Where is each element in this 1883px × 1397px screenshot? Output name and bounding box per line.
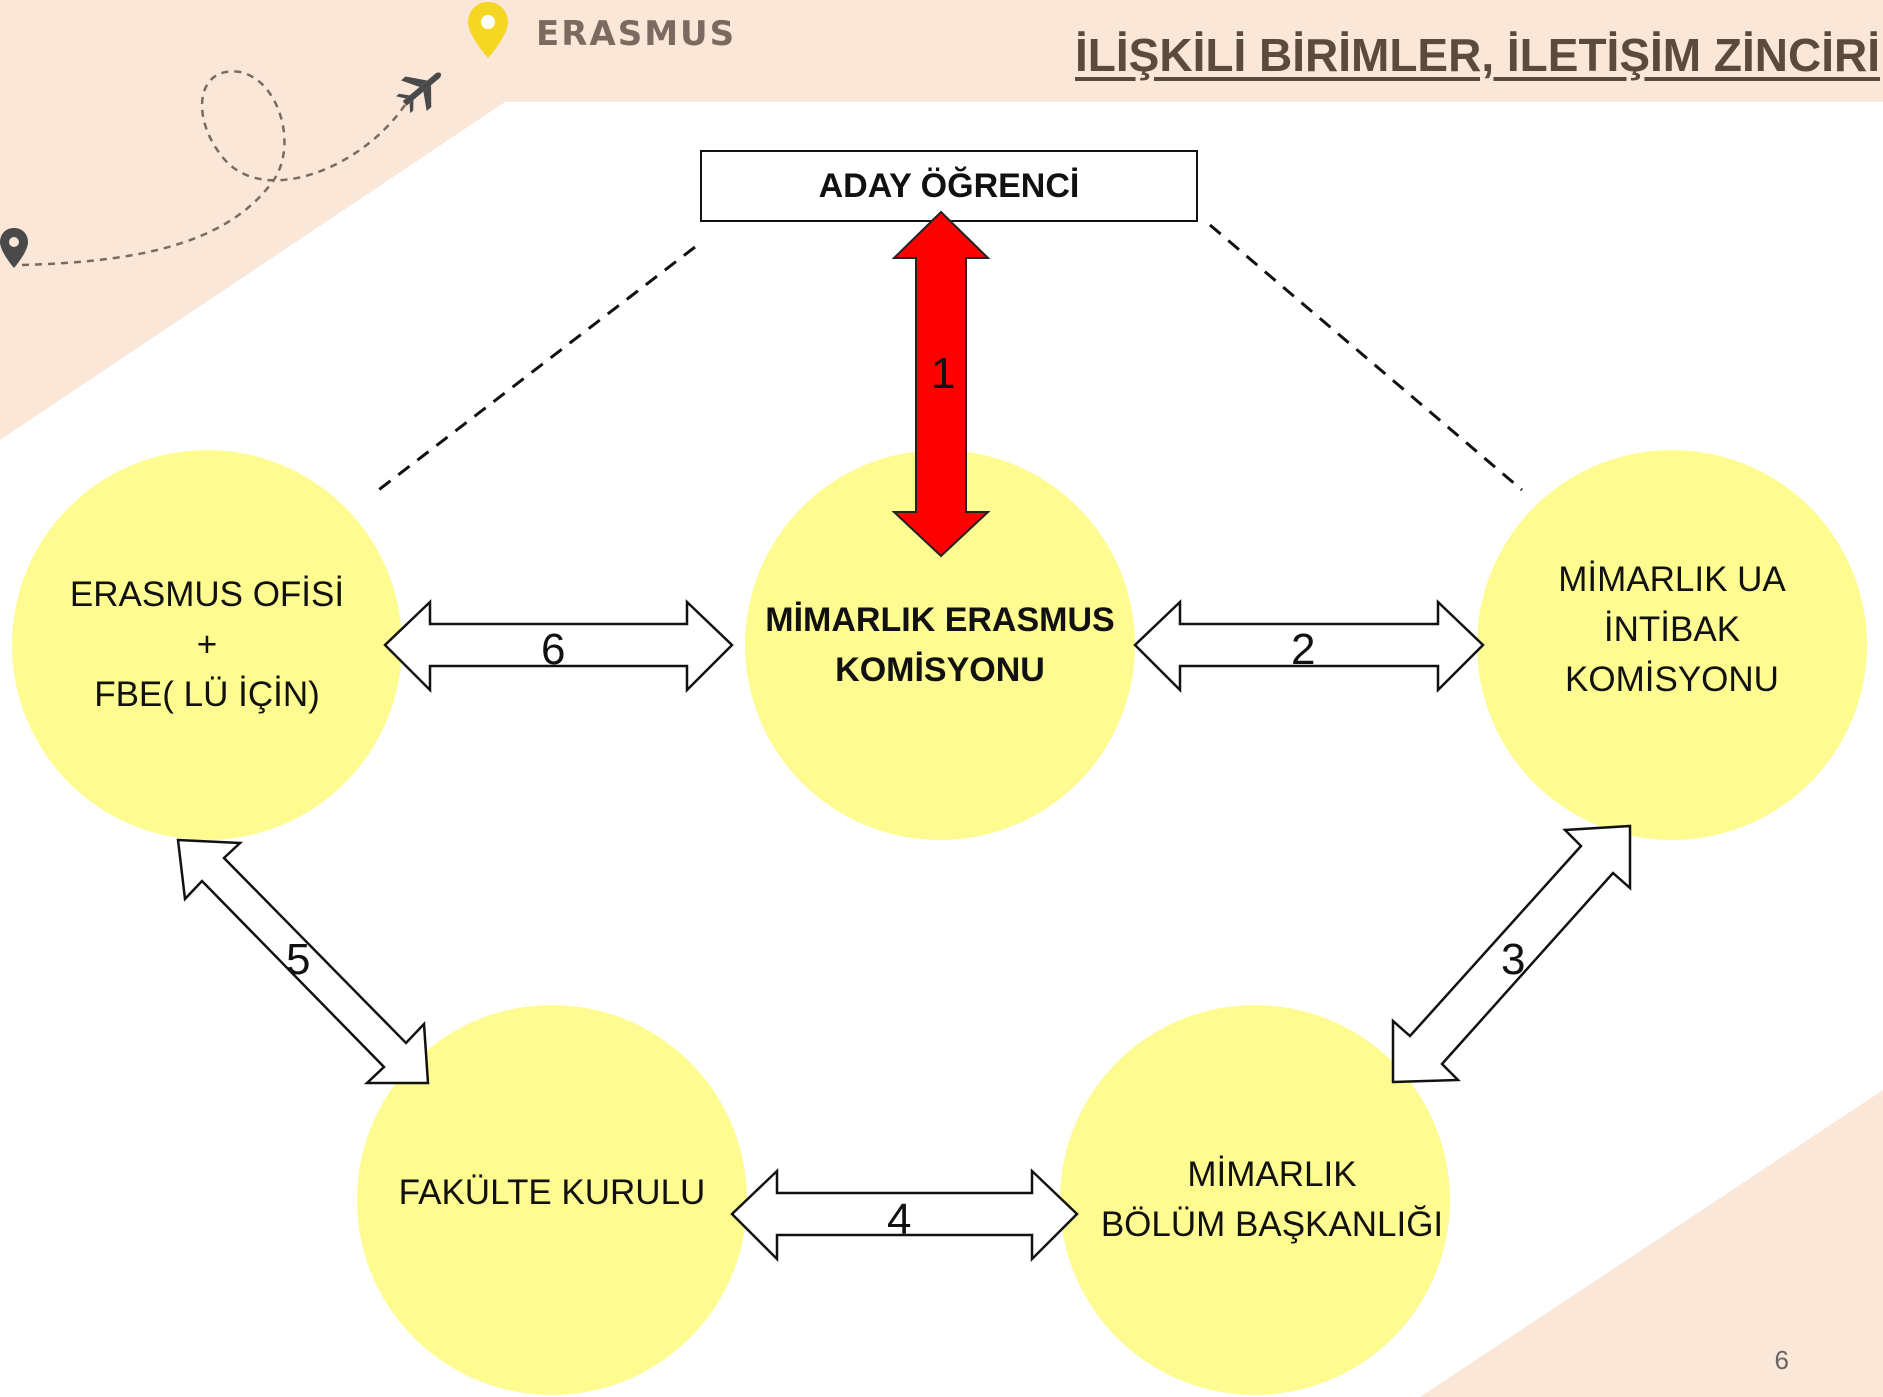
- background-top-band: [0, 0, 1883, 440]
- double-arrow-2: [1133, 599, 1485, 694]
- node-faculty-board: FAKÜLTE KURULU: [357, 1168, 747, 1218]
- dashed-connector-left: [371, 245, 696, 497]
- double-arrow-5: [176, 838, 430, 1085]
- node-line: ERASMUS OFİSİ: [69, 575, 345, 614]
- node-line: BÖLÜM BAŞKANLIĞI: [1100, 1205, 1444, 1244]
- dashed-connector-right: [1209, 223, 1523, 492]
- red-double-arrow: [891, 210, 991, 558]
- location-pin-icon: [0, 228, 28, 268]
- arrow-number-1: 1: [931, 349, 956, 398]
- arrow-number-6: 6: [541, 625, 566, 674]
- node-commission: MİMARLIK ERASMUS KOMİSYONU: [745, 595, 1135, 695]
- node-circle-department-head: [1060, 1005, 1450, 1395]
- top-box-label: ADAY ÖĞRENCİ: [701, 151, 1197, 221]
- arrow-number-4: 4: [887, 1195, 912, 1244]
- node-circle-commission: [745, 450, 1135, 840]
- node-line: FBE( LÜ İÇİN): [94, 675, 320, 714]
- node-erasmus-office: ERASMUS OFİSİ + FBE( LÜ İÇİN): [12, 550, 402, 740]
- node-circle-erasmus-office: [12, 450, 402, 840]
- node-line: KOMİSYONU: [1565, 660, 1779, 699]
- node-adaptation: MİMARLIK UA İNTİBAK KOMİSYONU: [1477, 550, 1867, 710]
- flight-path-icon: [21, 70, 407, 267]
- double-arrow-4: [730, 1168, 1079, 1263]
- node-department-head: MİMARLIK BÖLÜM BAŞKANLIĞI: [1077, 1150, 1467, 1250]
- node-line: KOMİSYONU: [835, 651, 1045, 689]
- top-box-frame: [700, 150, 1198, 222]
- node-line: FAKÜLTE KURULU: [398, 1173, 706, 1212]
- page-number: 6: [1774, 1345, 1789, 1375]
- arrow-number-2: 2: [1291, 625, 1316, 674]
- node-line: +: [196, 625, 218, 664]
- top-box-text: ADAY ÖĞRENCİ: [818, 167, 1080, 205]
- map-pin-icon: [468, 2, 508, 58]
- arrow-number-5: 5: [286, 935, 311, 984]
- node-line: İNTİBAK: [1603, 610, 1741, 649]
- slide-title: İLİŞKİLİ BİRİMLER, İLETİŞİM ZİNCİRİ: [1075, 29, 1880, 81]
- node-line: MİMARLIK ERASMUS: [765, 601, 1115, 639]
- arrow-number-3: 3: [1501, 935, 1526, 984]
- node-line: MİMARLIK UA: [1558, 560, 1786, 599]
- airplane-icon: [396, 72, 442, 114]
- node-circle-adaptation: [1477, 450, 1867, 840]
- double-arrow-6: [383, 599, 734, 694]
- node-circle-faculty-board: [357, 1005, 747, 1395]
- double-arrow-3: [1391, 824, 1632, 1084]
- background-bottom-corner: [1420, 1090, 1883, 1397]
- node-line: MİMARLIK: [1187, 1155, 1357, 1194]
- brand-logo-text: ERASMUS: [536, 14, 737, 54]
